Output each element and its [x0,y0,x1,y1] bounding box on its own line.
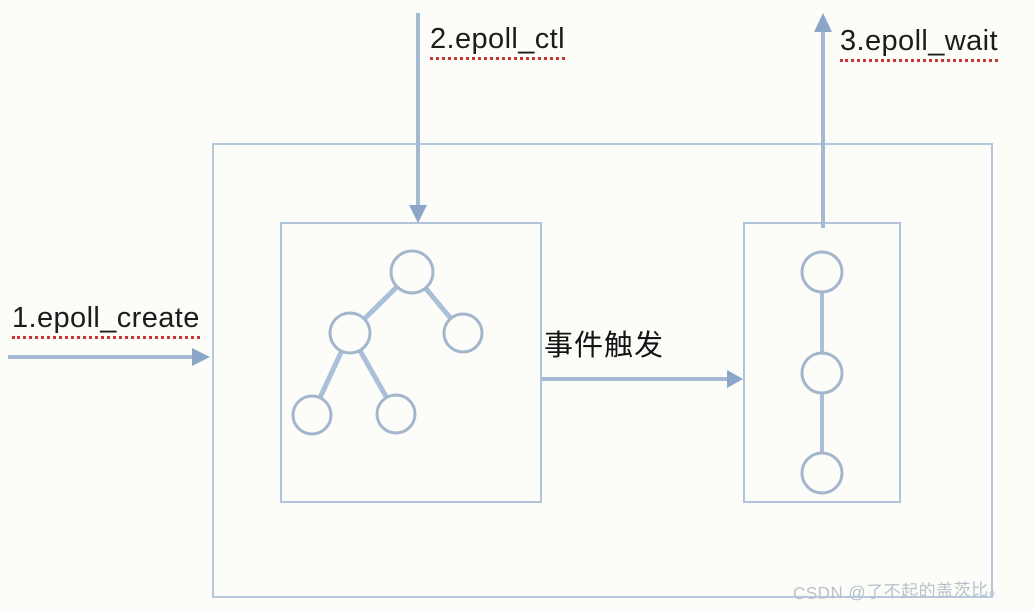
label-event-trigger: 事件触发 [544,330,665,362]
label-epoll-create: 1.epoll_create [12,302,200,339]
kernel-outer-box [212,143,993,598]
epoll-create-arrow [8,348,210,366]
label-epoll-wait: 3.epoll_wait [840,25,998,62]
label-epoll-ctl: 2.epoll_ctl [430,23,565,60]
csdn-watermark: CSDN @了不起的盖茨比。 [792,579,1007,604]
ready-list-box [743,222,901,503]
rbtree-box [280,222,542,503]
